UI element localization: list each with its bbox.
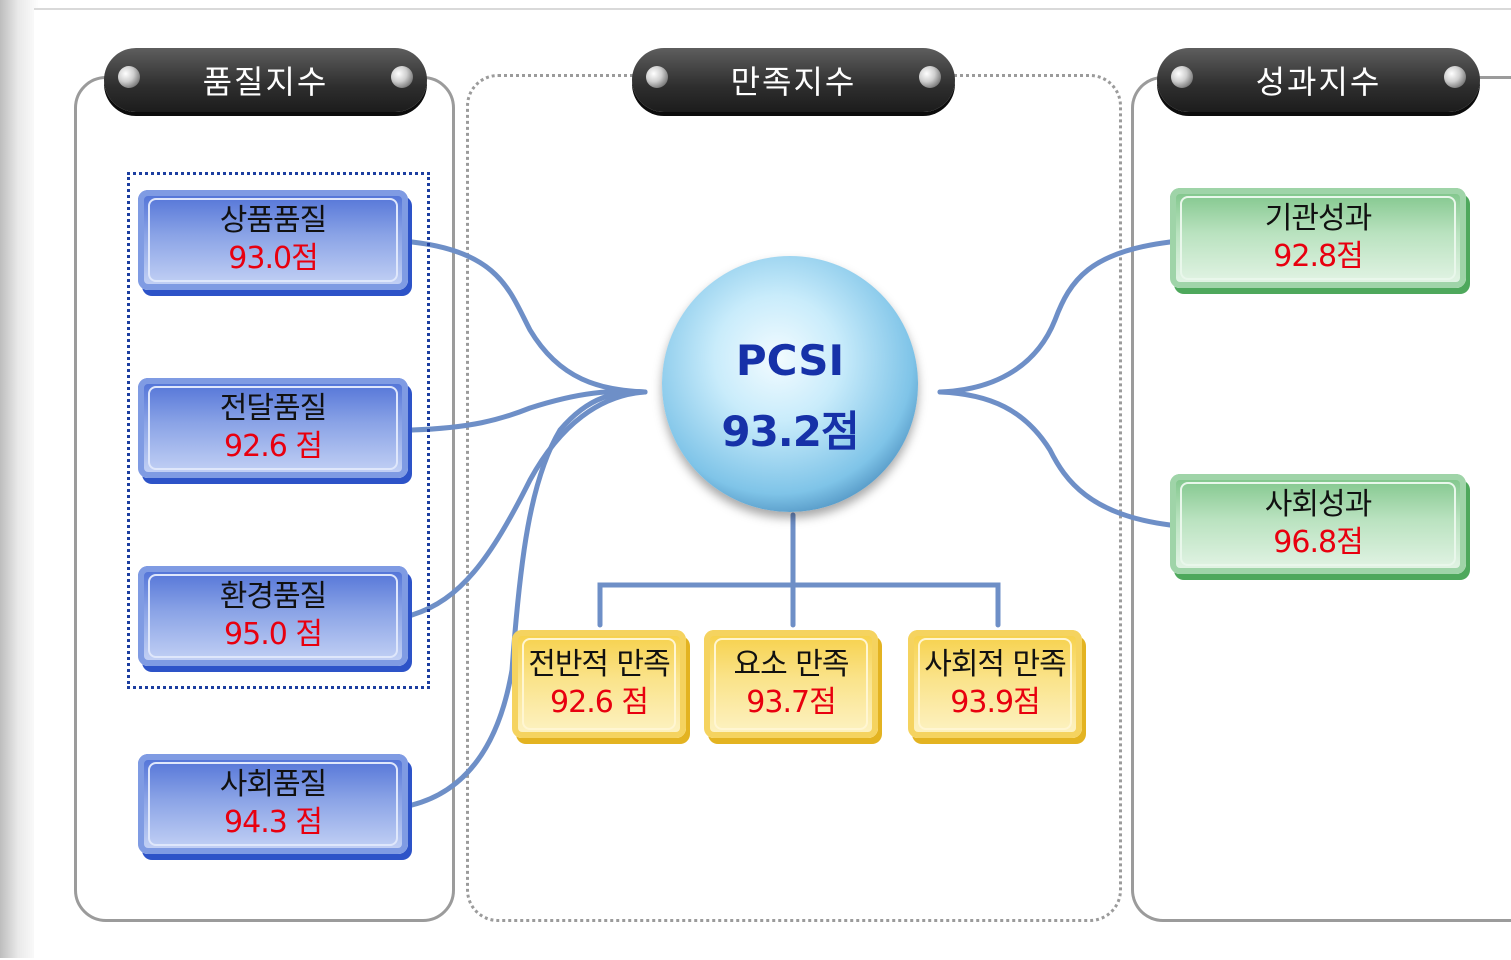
knob-icon <box>919 66 941 88</box>
knob-icon <box>1171 66 1193 88</box>
institution-performance-value: 92.8점 <box>1273 239 1363 274</box>
quality-index-title: 품질지수 <box>202 63 329 101</box>
overall-satisfaction-box: 전반적 만족 92.6 점 <box>512 630 686 738</box>
institution-performance-box: 기관성과 92.8점 <box>1170 188 1466 288</box>
connector-tree <box>597 512 1001 628</box>
left-page-shadow <box>0 0 40 958</box>
knob-icon <box>118 66 140 88</box>
element-satisfaction-value: 93.7점 <box>746 685 836 720</box>
product-quality-box: 상품품질 93.0점 <box>138 190 408 290</box>
social-performance-box: 사회성과 96.8점 <box>1170 474 1466 574</box>
element-satisfaction-label: 요소 만족 <box>733 647 850 682</box>
social-quality-box: 사회품질 94.3 점 <box>138 754 408 854</box>
pcsi-value: 93.2점 <box>721 407 859 456</box>
connector-delivery-quality <box>409 388 648 433</box>
delivery-quality-value: 92.6 점 <box>224 429 323 464</box>
overall-satisfaction-label: 전반적 만족 <box>528 647 671 682</box>
knob-icon <box>646 66 668 88</box>
satisfaction-index-header: 만족지수 <box>632 48 955 112</box>
performance-index-title: 성과지수 <box>1255 63 1382 101</box>
connector-product-quality <box>409 239 648 395</box>
quality-group-outline <box>127 172 430 689</box>
social-quality-value: 94.3 점 <box>224 805 323 840</box>
connector-social-performance <box>937 389 1173 528</box>
environment-quality-label: 환경품질 <box>219 579 327 614</box>
connector-environment-quality <box>409 389 648 618</box>
product-quality-label: 상품품질 <box>219 203 327 238</box>
social-satisfaction-value: 93.9점 <box>950 685 1040 720</box>
institution-performance-label: 기관성과 <box>1264 201 1372 236</box>
environment-quality-box: 환경품질 95.0 점 <box>138 566 408 666</box>
knob-icon <box>1444 66 1466 88</box>
delivery-quality-label: 전달품질 <box>219 391 327 426</box>
pcsi-title: PCSI <box>735 336 845 385</box>
pcsi-circle: PCSI 93.2점 <box>662 256 918 512</box>
knob-icon <box>391 66 413 88</box>
element-satisfaction-box: 요소 만족 93.7점 <box>704 630 878 738</box>
social-performance-label: 사회성과 <box>1264 487 1372 522</box>
quality-index-header: 품질지수 <box>104 48 427 112</box>
social-quality-label: 사회품질 <box>219 767 327 802</box>
environment-quality-value: 95.0 점 <box>224 617 323 652</box>
connector-institution-performance <box>937 239 1173 395</box>
performance-index-header: 성과지수 <box>1157 48 1480 112</box>
social-satisfaction-label: 사회적 만족 <box>924 647 1067 682</box>
delivery-quality-box: 전달품질 92.6 점 <box>138 378 408 478</box>
overall-satisfaction-value: 92.6 점 <box>550 685 649 720</box>
connector-social-quality <box>409 389 648 808</box>
satisfaction-index-title: 만족지수 <box>730 63 857 101</box>
social-performance-value: 96.8점 <box>1273 525 1363 560</box>
product-quality-value: 93.0점 <box>228 241 318 276</box>
social-satisfaction-box: 사회적 만족 93.9점 <box>908 630 1082 738</box>
